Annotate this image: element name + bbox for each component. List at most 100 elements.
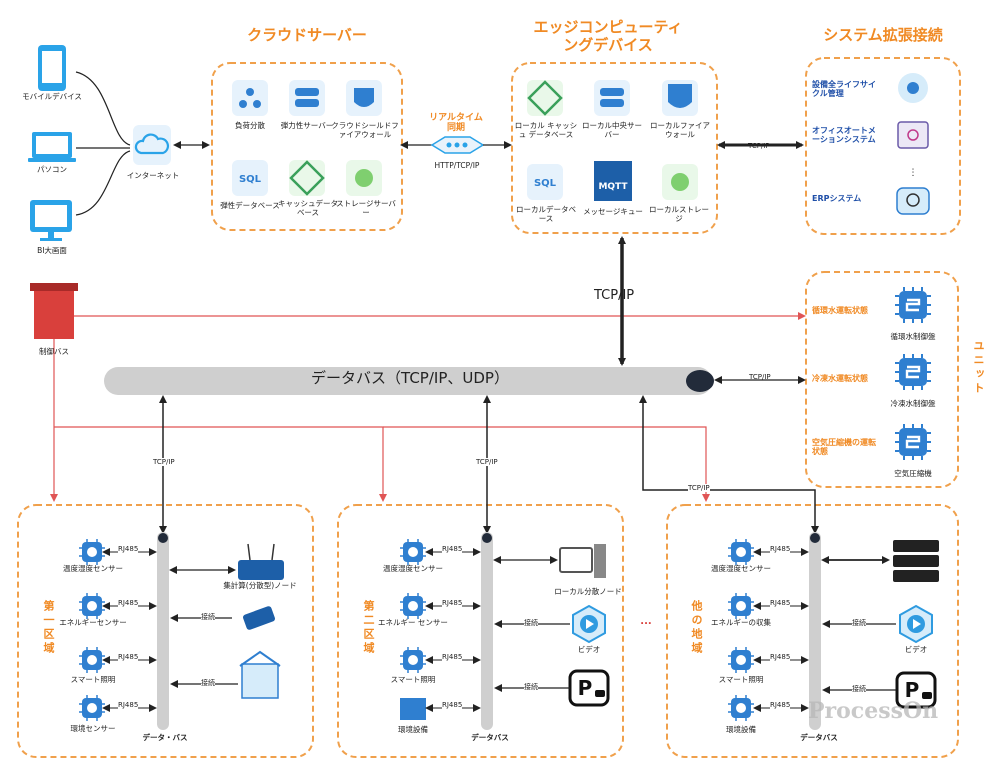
area1-rj485-3: RJ485 — [118, 653, 139, 661]
area1-connect-1: 接続 — [201, 612, 215, 622]
extension-box — [805, 57, 961, 235]
area3-bus-label: データバス — [800, 733, 838, 742]
area3-rj485-2: RJ485 — [770, 599, 791, 607]
tcp-label-extension: TCP/IP — [748, 142, 770, 150]
area1-sensor-1: 温度湿度センサー — [63, 564, 123, 573]
edge-tiles: SQL — [527, 80, 698, 201]
unit-name-compressor: 空気圧縮機 — [894, 469, 932, 478]
area2-rj485-1: RJ485 — [442, 545, 463, 553]
extension-icons — [896, 73, 930, 215]
area2-video-label: ビデオ — [577, 645, 601, 654]
area2-sensor-3: スマート照明 — [390, 675, 436, 684]
device-links — [75, 71, 210, 216]
bigscreen-icon — [30, 200, 72, 241]
unit-side-label: ユニット — [972, 340, 985, 396]
area1-rj485-1: RJ485 — [118, 545, 139, 553]
cloud-item-elastic-db: 弾性データベース — [220, 201, 280, 210]
cloud-tiles: SQL — [232, 80, 382, 196]
area3-video-label: ビデオ — [904, 645, 928, 654]
area2-bus-label: データバス — [471, 733, 509, 742]
area3-sensor-1: 温度湿度センサー — [711, 564, 771, 573]
mqtt-label: MQTT — [598, 182, 628, 192]
pc-label: パソコン — [37, 165, 67, 174]
area3-sensor-4: 環境設備 — [726, 725, 756, 734]
extension-item-lifecycle: 設備全ライフサイクル管理 — [812, 80, 876, 99]
area1-sensor-3: スマート照明 — [70, 675, 116, 684]
svg-text:SQL: SQL — [534, 178, 557, 189]
area3-rj485-4: RJ485 — [770, 701, 791, 709]
area2-node-label: ローカル分散ノード — [554, 587, 622, 596]
area2-sensor-4: 環境設備 — [398, 725, 428, 734]
area1-sensor-4: 環境センサー — [70, 724, 116, 733]
cloud-item-cache-db: キャッシュデータベース — [278, 199, 338, 217]
unit-chips — [893, 285, 933, 462]
sync-protocol: HTTP/TCP/IP — [434, 161, 480, 170]
unit-box — [805, 271, 959, 488]
control-bus-label: 制御バス — [39, 347, 69, 356]
cloud-item-load-balancer: 負荷分散 — [235, 121, 265, 130]
area3-label: 他の地域 — [690, 600, 703, 656]
tcp-label-area1: TCP/IP — [153, 458, 175, 466]
unit-status-chilled: 冷凍水運転状態 — [812, 374, 868, 383]
area3-rj485-1: RJ485 — [770, 545, 791, 553]
area3-connect-1: 接続 — [852, 618, 866, 628]
area2-sensor-2: エネルギー センサー — [378, 618, 448, 627]
tcp-label-area2: TCP/IP — [476, 458, 498, 466]
extension-item-erp: ERPシステム — [812, 194, 862, 203]
edge-title: エッジコンピューティングデバイス — [533, 18, 683, 54]
area1-connect-2: 接続 — [201, 678, 215, 688]
area2-sensor-1: 温度湿度センサー — [383, 564, 443, 573]
area-devices — [238, 540, 939, 709]
watermark: ProcessOn — [808, 698, 939, 724]
area1-label: 第一区域 — [42, 600, 55, 656]
edge-item-local-db: ローカルデータベース — [516, 205, 576, 223]
unit-status-circulating: 循環水運転状態 — [812, 306, 868, 315]
pc-icon — [28, 132, 76, 162]
extension-title: システム拡張接続 — [823, 26, 943, 44]
tcp-label-edge-bus: TCP/IP — [594, 288, 635, 303]
area2-label: 第二区域 — [362, 600, 375, 656]
extension-item-office: オフィスオートメーションシステム — [812, 126, 876, 145]
area1-node-label: 集計算(分散型)ノード — [223, 581, 297, 590]
area3-rj485-3: RJ485 — [770, 653, 791, 661]
edge-item-firewall: ローカルファイアウォール — [650, 121, 710, 139]
tcp-label-unit: TCP/IP — [749, 373, 771, 381]
edge-item-message-queue: メッセージキュー — [583, 207, 643, 216]
internet-label: インターネット — [126, 171, 180, 180]
edge-item-cache-db: ローカル キャッシュ データベース — [514, 121, 578, 139]
area2-rj485-3: RJ485 — [442, 653, 463, 661]
tcp-label-area3: TCP/IP — [688, 484, 710, 492]
cloud-item-storage: ストレージサーバー — [336, 199, 396, 217]
area-sensors — [78, 538, 755, 722]
area3-sensor-2: エネルギーの収集 — [711, 618, 771, 627]
bigscreen-label: BI大画面 — [37, 246, 67, 255]
area1-bus-label: データ・バス — [142, 733, 188, 742]
area3-box — [666, 504, 959, 758]
area2-connect-2: 接続 — [524, 682, 538, 692]
data-bus-shape — [104, 367, 714, 395]
mobile-label: モバイルデバイス — [22, 92, 82, 101]
extension-dots: ⋮ — [908, 168, 918, 178]
sync-label: リアルタイム同期 — [429, 113, 483, 134]
area2-connect-1: 接続 — [524, 618, 538, 628]
area1-rj485-2: RJ485 — [118, 599, 139, 607]
unit-name-circulating: 循環水制御盤 — [890, 332, 936, 341]
unit-name-chilled: 冷凍水制御盤 — [890, 399, 936, 408]
area2-box — [337, 504, 624, 758]
area2-rj485-2: RJ485 — [442, 599, 463, 607]
cloud-item-elastic-server: 弾力性サーバー — [280, 121, 334, 130]
cloud-title: クラウドサーバー — [247, 26, 367, 44]
area-ellipsis: ... — [640, 616, 652, 627]
data-bus-label: データバス（TCP/IP、UDP） — [311, 369, 509, 387]
area3-sensor-3: スマート照明 — [718, 675, 764, 684]
edge-item-central-server: ローカル中央サーバー — [582, 121, 642, 139]
internet-cloud-icon — [133, 125, 171, 165]
mobile-icon — [38, 45, 66, 91]
cloud-item-firewall: クラウドシールドファイアウォール — [331, 121, 399, 139]
control-lines — [50, 312, 806, 502]
area1-rj485-4: RJ485 — [118, 701, 139, 709]
unit-status-compressor: 空気圧縮機の運転状態 — [812, 438, 876, 457]
edge-item-local-storage: ローカルストレージ — [649, 205, 709, 223]
control-bus-icon — [30, 283, 78, 339]
